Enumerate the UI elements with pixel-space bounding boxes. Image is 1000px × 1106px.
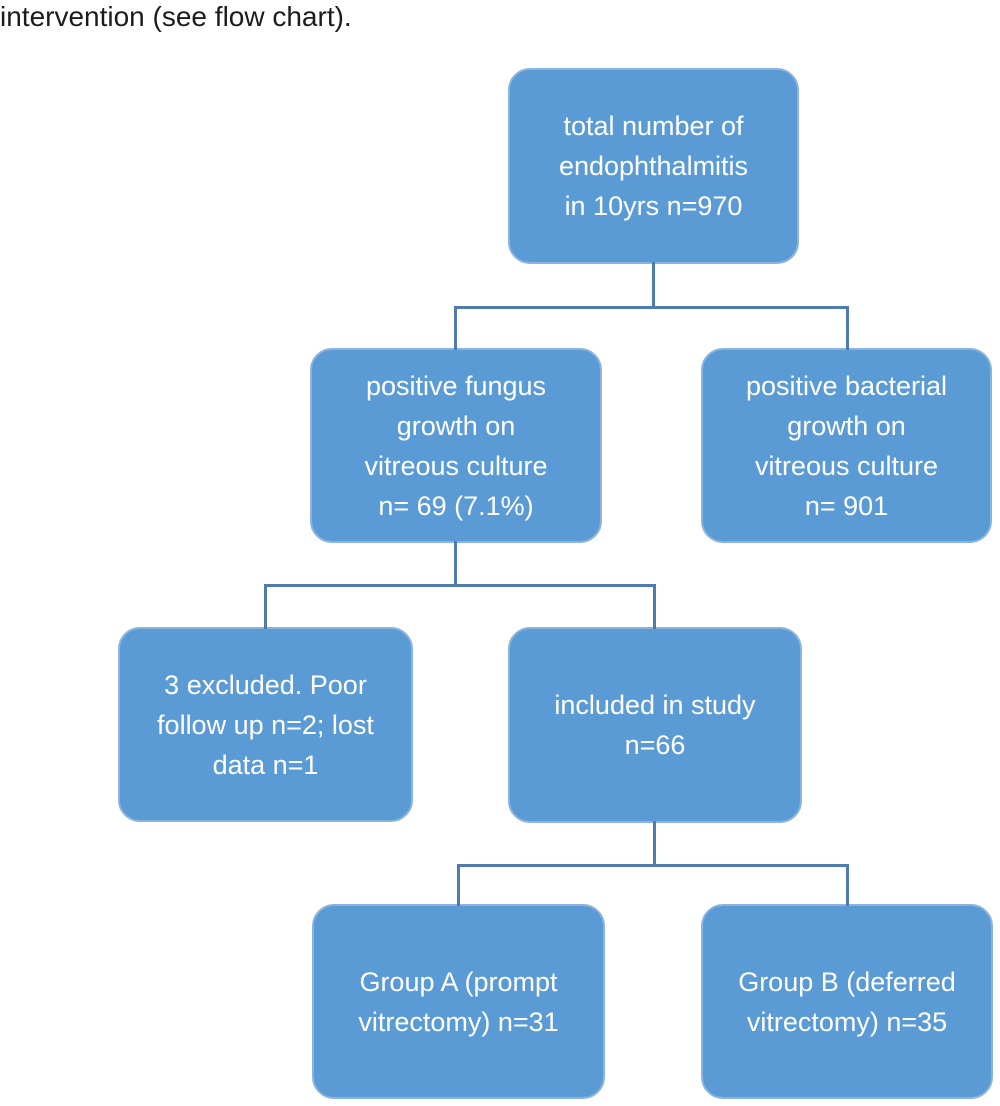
node-group-b: Group B (deferred vitrectomy) n=35 (701, 904, 993, 1099)
connector-total-stub (652, 262, 655, 309)
connector-total-drop-fungus (454, 306, 457, 350)
connector-included-drop-group-b (846, 864, 849, 906)
node-included-in-study-label: included in study n=66 (554, 690, 756, 760)
node-excluded: 3 excluded. Poor follow up n=2; lost dat… (118, 627, 413, 822)
node-total-endophthalmitis: total number of endophthalmitis in 10yrs… (508, 68, 799, 264)
node-included-in-study: included in study n=66 (508, 627, 802, 823)
node-group-a: Group A (prompt vitrectomy) n=31 (312, 904, 605, 1099)
node-positive-fungus-label: positive fungus growth on vitreous cultu… (364, 370, 548, 521)
connector-fungus-stub (454, 541, 457, 587)
connector-total-drop-bacterial (846, 306, 849, 350)
node-excluded-label: 3 excluded. Poor follow up n=2; lost dat… (157, 669, 374, 780)
node-total-endophthalmitis-label: total number of endophthalmitis in 10yrs… (558, 111, 749, 221)
node-positive-fungus: positive fungus growth on vitreous cultu… (310, 348, 602, 543)
node-group-b-label: Group B (deferred vitrectomy) n=35 (738, 966, 956, 1037)
connector-included-stub (653, 821, 656, 867)
connector-included-horizontal (457, 864, 849, 867)
figure-caption: intervention (see flow chart). (0, 1, 352, 32)
node-group-a-label: Group A (prompt vitrectomy) n=31 (358, 966, 559, 1037)
node-positive-bacterial: positive bacterial growth on vitreous cu… (701, 348, 992, 543)
connector-fungus-drop-excluded (264, 584, 267, 629)
connector-total-horizontal (454, 306, 849, 309)
node-positive-bacterial-label: positive bacterial growth on vitreous cu… (745, 370, 948, 521)
connector-included-drop-group-a (457, 864, 460, 906)
connector-fungus-horizontal (264, 584, 656, 587)
connector-fungus-drop-included (653, 584, 656, 629)
